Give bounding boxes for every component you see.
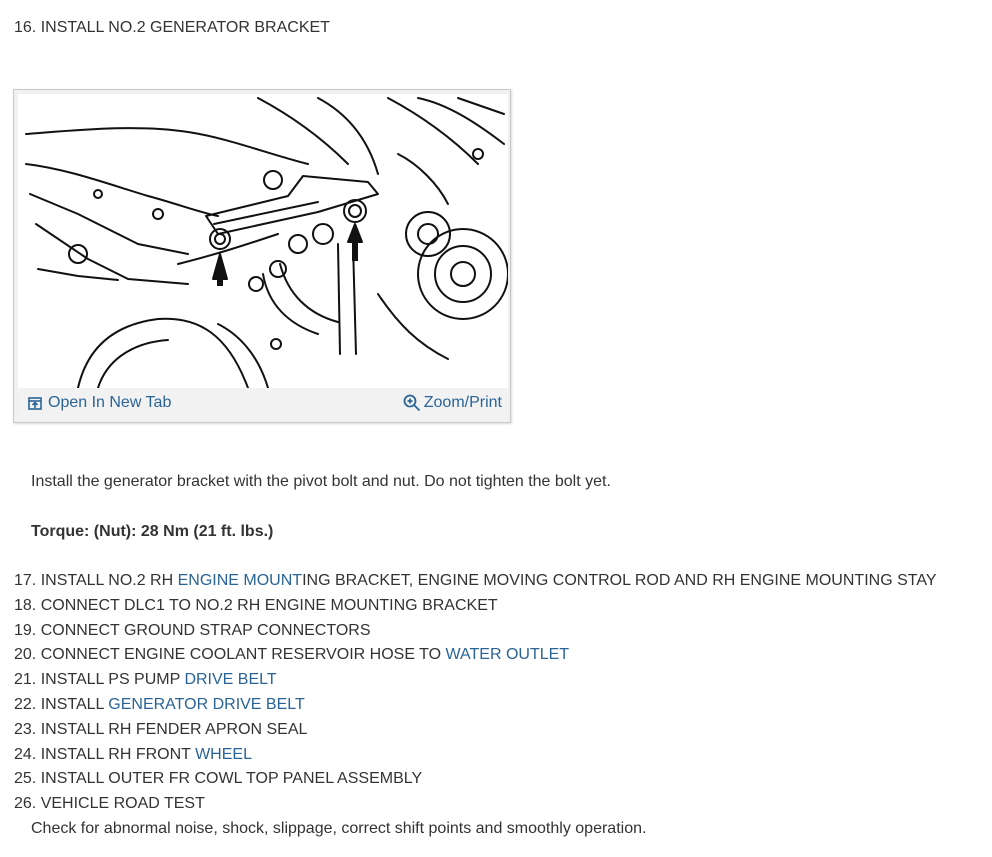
wheel-link[interactable]: WHEEL [195, 745, 252, 763]
step-16-heading: 16. INSTALL NO.2 GENERATOR BRACKET [14, 19, 330, 36]
water-outlet-link[interactable]: WATER OUTLET [445, 646, 570, 664]
step-22: 22. INSTALL GENERATOR DRIVE BELT [14, 695, 305, 713]
figure-toolbar: Open In New Tab Zoom/Print [18, 388, 508, 419]
open-in-new-tab-icon [28, 396, 42, 410]
step-25: 25. INSTALL OUTER FR COWL TOP PANEL ASSE… [14, 770, 423, 788]
open-in-new-tab-link[interactable]: Open In New Tab [28, 394, 171, 412]
engine-mount-link[interactable]: ENGINE MOUNT [177, 572, 303, 589]
torque-spec: Torque: (Nut): 28 Nm (21 ft. lbs.) [31, 523, 274, 540]
generator-bracket-illustration [18, 94, 508, 388]
step-24: 24. INSTALL RH FRONT WHEEL [14, 745, 252, 763]
step-23: 23. INSTALL RH FENDER APRON SEAL [14, 720, 308, 738]
drive-belt-link[interactable]: DRIVE BELT [184, 671, 277, 689]
step-20: 20. CONNECT ENGINE COOLANT RESERVOIR HOS… [14, 646, 570, 664]
step-17: 17. INSTALL NO.2 RH ENGINE MOUNTING BRAC… [14, 572, 937, 589]
open-in-new-tab-label: Open In New Tab [48, 394, 172, 411]
zoom-print-label: Zoom/Print [423, 394, 502, 411]
instruction-text: Install the generator bracket with the p… [31, 473, 611, 490]
procedure-steps-list: 17. INSTALL NO.2 RH ENGINE MOUNTING BRAC… [14, 570, 937, 818]
zoom-print-link[interactable]: Zoom/Print [403, 394, 502, 412]
generator-drive-belt-link[interactable]: GENERATOR DRIVE BELT [108, 695, 305, 713]
engine-diagram-figure: Open In New Tab Zoom/Print [13, 89, 511, 423]
step-21: 21. INSTALL PS PUMP DRIVE BELT [14, 671, 277, 689]
step-26: 26. VEHICLE ROAD TEST [14, 795, 205, 813]
road-test-note: Check for abnormal noise, shock, slippag… [31, 820, 647, 837]
magnifier-plus-icon [403, 394, 420, 412]
step-18: 18. CONNECT DLC1 TO NO.2 RH ENGINE MOUNT… [14, 596, 498, 614]
step-19: 19. CONNECT GROUND STRAP CONNECTORS [14, 621, 371, 639]
